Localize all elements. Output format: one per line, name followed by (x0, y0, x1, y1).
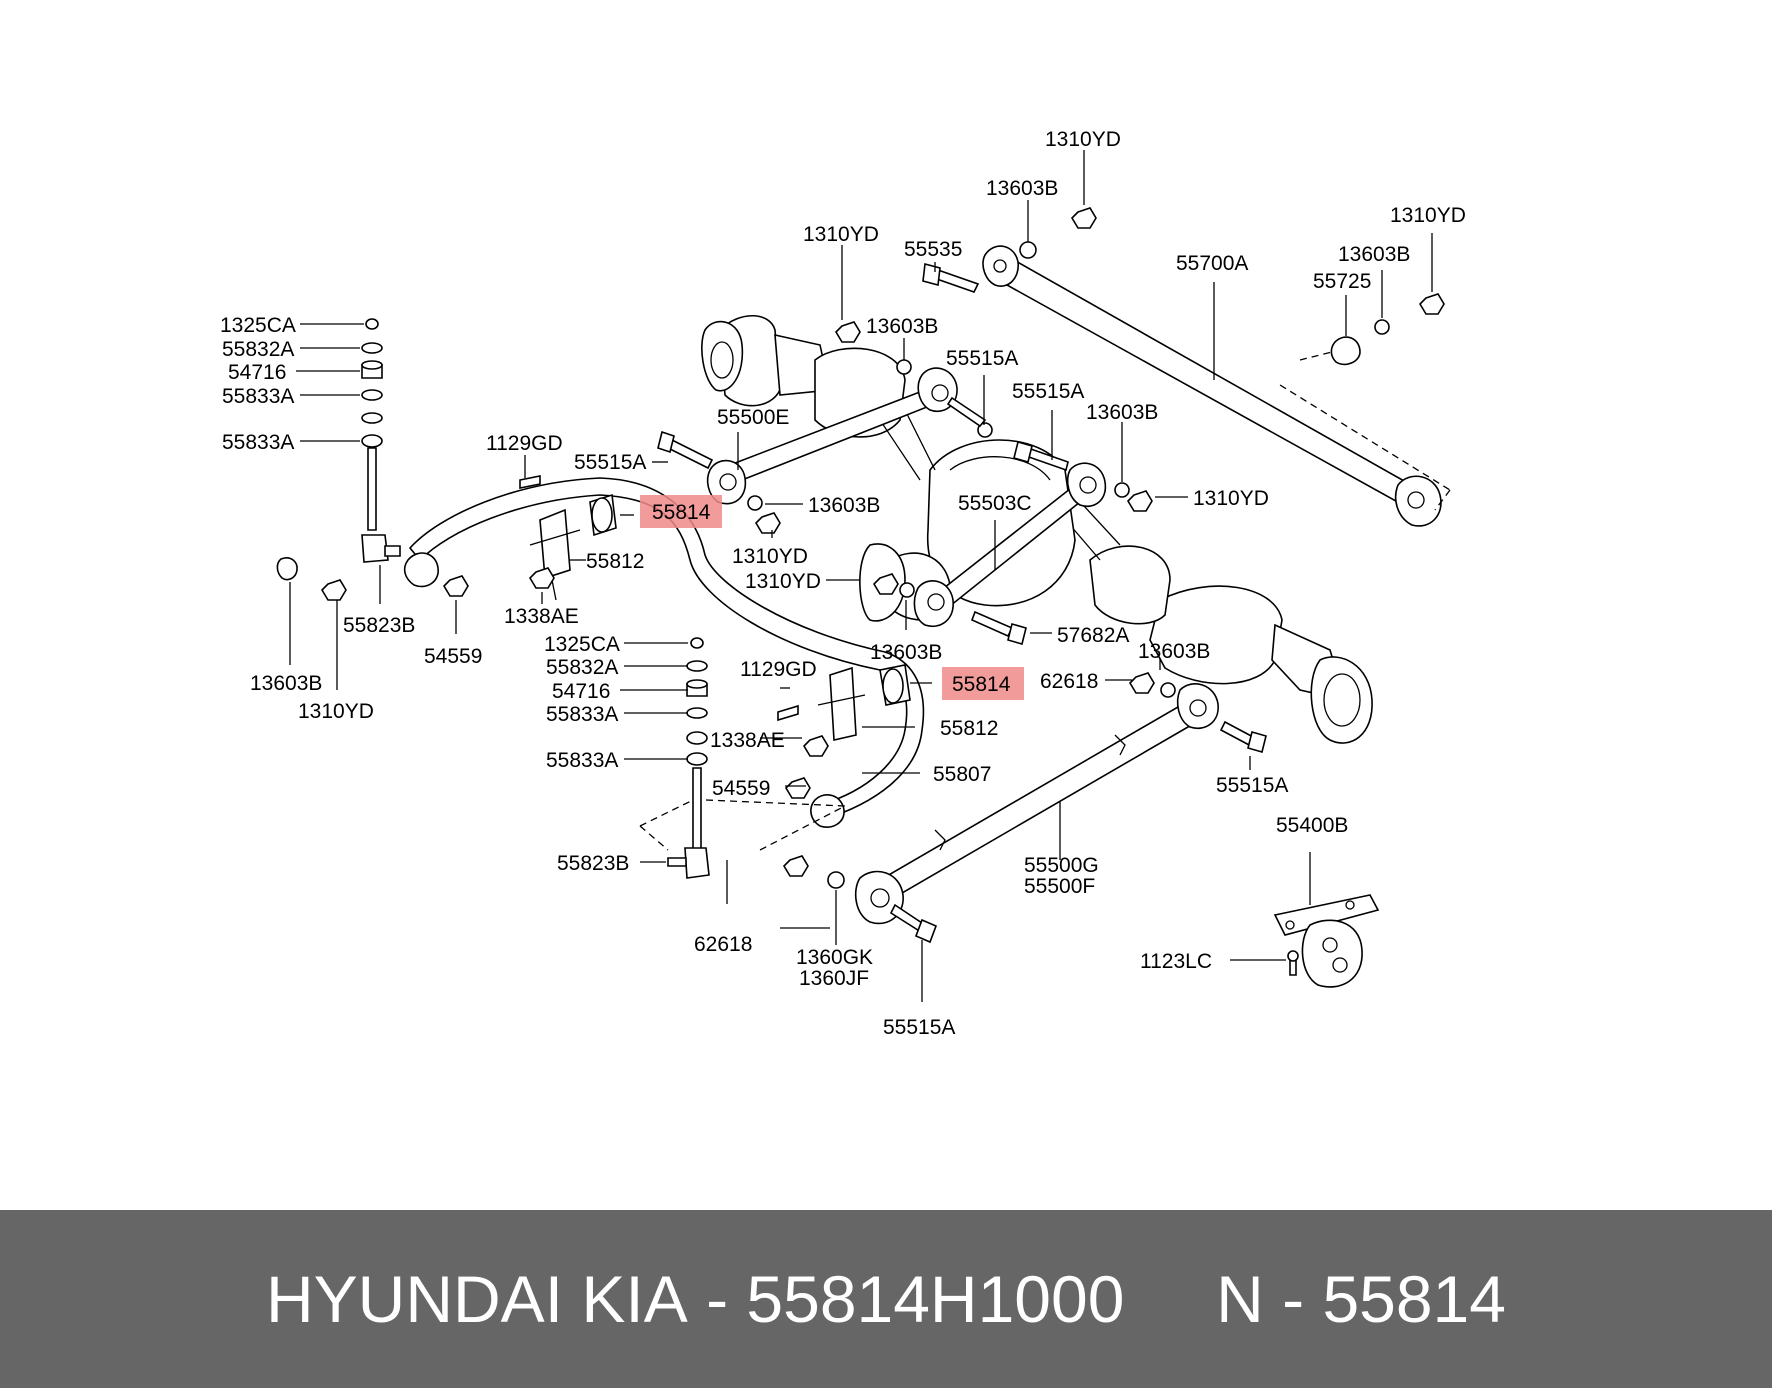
label-13603B: 13603B (870, 641, 942, 664)
label-1360JF: 1360JF (799, 967, 869, 990)
label-55515A: 55515A (1216, 774, 1288, 797)
label-1360GK: 1360GK (796, 946, 873, 969)
upper-control-arm-55700A (982, 245, 1451, 527)
label-54716: 54716 (552, 680, 610, 703)
banner-ref: N - 55814 (1216, 1262, 1506, 1336)
label-1338AE: 1338AE (710, 729, 785, 752)
label-55515A: 55515A (883, 1016, 955, 1039)
label-55503C: 55503C (958, 492, 1032, 515)
label-55812: 55812 (940, 717, 998, 740)
banner-separator: - (687, 1262, 747, 1336)
label-55500E: 55500E (717, 406, 789, 429)
leader-lines (289, 150, 1433, 1002)
hardware (276, 207, 1445, 976)
label-13603B: 13603B (250, 672, 322, 695)
label-1310YD: 1310YD (803, 223, 879, 246)
label-55812: 55812 (586, 550, 644, 573)
lower-control-arm-55500G (854, 683, 1219, 925)
highlight-55814-upper: 55814 (640, 495, 722, 528)
label-55700A: 55700A (1176, 252, 1248, 275)
highlight-label-upper: 55814 (652, 501, 711, 524)
rear-suspension-exploded-diagram: 55814 55814 1310YD 13603B 1310YD 55535 5… (220, 128, 1466, 1039)
lateral-rod-55500E (706, 367, 958, 505)
label-55833A: 55833A (222, 385, 294, 408)
mount-bracket-55400B (1273, 894, 1380, 988)
label-1310YD: 1310YD (1390, 204, 1466, 227)
stabilizer-bar-55807 (403, 477, 925, 828)
banner-brand: HYUNDAI KIA (266, 1262, 688, 1336)
label-54716: 54716 (228, 361, 286, 384)
label-13603B: 13603B (808, 494, 880, 517)
label-55515A: 55515A (1012, 380, 1084, 403)
label-1310YD: 1310YD (732, 545, 808, 568)
label-55833A: 55833A (222, 431, 294, 454)
label-55807: 55807 (933, 763, 991, 786)
label-55832A: 55832A (222, 338, 294, 361)
label-13603B: 13603B (1338, 243, 1410, 266)
banner-part-number: 55814H1000 (746, 1262, 1125, 1336)
label-1338AE: 1338AE (504, 605, 579, 628)
label-1325CA: 1325CA (220, 314, 296, 337)
part-labels: 1310YD 13603B 1310YD 55535 55700A 1310YD… (220, 128, 1466, 1039)
label-55832A: 55832A (546, 656, 618, 679)
label-57682A: 57682A (1057, 624, 1129, 647)
label-55725: 55725 (1313, 270, 1371, 293)
label-55515A: 55515A (946, 347, 1018, 370)
label-55833A: 55833A (546, 749, 618, 772)
label-55515A: 55515A (574, 451, 646, 474)
label-13603B: 13603B (866, 315, 938, 338)
stabilizer-link-lower-stack (639, 637, 846, 879)
rod-55503C (913, 462, 1107, 627)
upper-axle-section (701, 315, 936, 481)
label-13603B: 13603B (986, 177, 1058, 200)
highlight-label-lower: 55814 (952, 673, 1011, 696)
label-1325CA: 1325CA (544, 633, 620, 656)
label-55500F: 55500F (1024, 875, 1095, 898)
label-62618: 62618 (694, 933, 752, 956)
label-55400B: 55400B (1276, 814, 1348, 837)
label-55535: 55535 (904, 238, 962, 261)
stabilizer-bushing-upper (589, 493, 617, 537)
label-1129GD: 1129GD (740, 658, 817, 681)
label-54559: 54559 (712, 777, 770, 800)
label-1310YD: 1310YD (298, 700, 374, 723)
part-number-banner: HYUNDAI KIA - 55814H1000 N - 55814 (0, 1210, 1772, 1388)
bushing-bracket-lower (817, 666, 866, 741)
label-1310YD: 1310YD (1193, 487, 1269, 510)
label-55833A: 55833A (546, 703, 618, 726)
label-13603B: 13603B (1086, 401, 1158, 424)
label-55823B: 55823B (557, 852, 629, 875)
label-55823B: 55823B (343, 614, 415, 637)
label-54559: 54559 (424, 645, 482, 668)
label-55500G: 55500G (1024, 854, 1099, 877)
highlight-55814-lower: 55814 (942, 667, 1024, 700)
stabilizer-link-upper-stack (361, 318, 401, 563)
banner-text: HYUNDAI KIA - 55814H1000 N - 55814 (0, 1210, 1772, 1388)
label-13603B: 13603B (1138, 640, 1210, 663)
bushing-bracket-upper (529, 508, 581, 601)
label-1310YD: 1310YD (1045, 128, 1121, 151)
differential-housing (859, 439, 1076, 622)
label-1123LC: 1123LC (1140, 950, 1212, 973)
stabilizer-bushing-lower (879, 664, 911, 706)
label-1310YD: 1310YD (745, 570, 821, 593)
label-1129GD: 1129GD (486, 432, 563, 455)
label-62618: 62618 (1040, 670, 1098, 693)
banner-gap (1124, 1261, 1216, 1337)
